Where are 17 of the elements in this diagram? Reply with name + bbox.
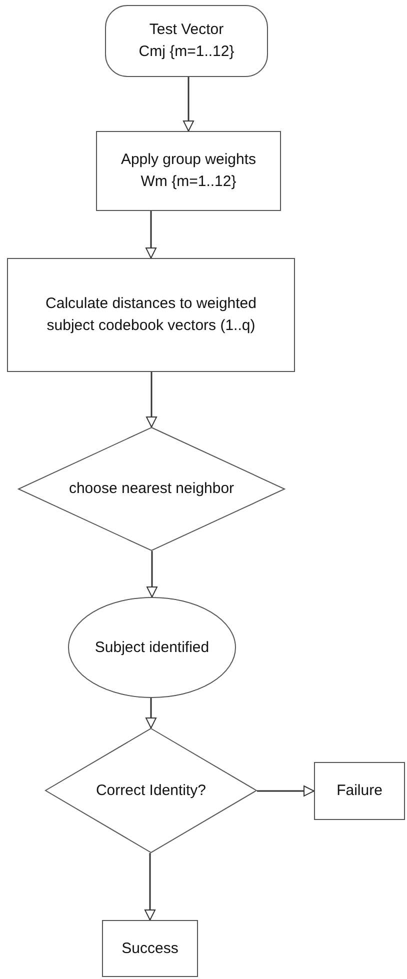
node-label: Failure [336, 781, 382, 801]
node-label: Subject identified [94, 638, 210, 658]
arrow [146, 211, 156, 258]
arrow [146, 698, 156, 728]
arrow [146, 551, 158, 598]
arrow [257, 786, 314, 796]
node-subtext: Cmj {m=1..12} [138, 42, 234, 62]
node-label: Test Vector [149, 20, 224, 40]
arrow [183, 77, 194, 132]
arrow [146, 372, 157, 428]
node-label: Correct Identity? [96, 780, 206, 800]
node-label: choose nearest neighbor [68, 479, 234, 499]
arrow [144, 853, 156, 920]
node-label: Apply group weights [120, 150, 256, 170]
node-subtext: Wm {m=1..12} [140, 172, 236, 192]
node-label: Success [122, 938, 178, 958]
node-label: Calculate distances to weighted subject codebook vectors (1..q) [44, 294, 258, 336]
